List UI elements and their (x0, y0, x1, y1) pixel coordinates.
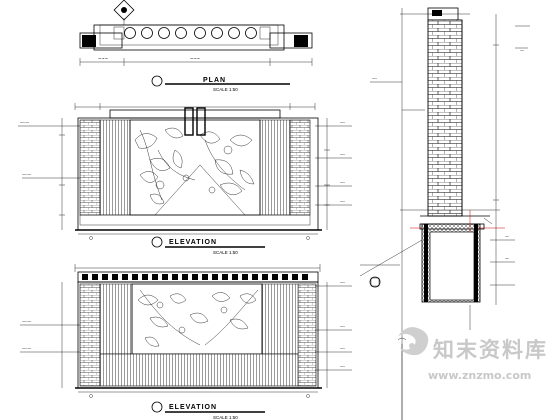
elevation-lower: —·— —·— —· —· —· —· ELEVATION SCALE 1:50 (20, 264, 352, 420)
svg-text:—·: —· (340, 346, 345, 351)
svg-text:—·: —· (340, 364, 345, 369)
svg-text:—·: —· (340, 324, 345, 329)
elevation-lower-title: ELEVATION (169, 404, 217, 411)
elevation-upper: —·— —·— —· —· —· —· ELEVATION SCALE 1:50 (18, 103, 352, 255)
svg-text:—·—: —·— (22, 346, 31, 351)
svg-text:—·: —· (340, 180, 345, 185)
svg-text:—·—: —·— (22, 319, 31, 324)
svg-text:—·: —· (340, 199, 345, 204)
plan-view: ~~~ ~~~ PLAN SCALE 1:50 (79, 0, 313, 92)
plan-scale: SCALE 1:50 (213, 87, 238, 92)
wall-section: — —· — — (359, 7, 530, 420)
svg-text:—: — (505, 234, 509, 239)
svg-text:~~~: ~~~ (98, 56, 108, 61)
elevation-upper-title: ELEVATION (169, 239, 217, 246)
svg-text:—·: —· (340, 120, 345, 125)
cornice-dentils (82, 274, 308, 280)
svg-text:—: — (505, 256, 509, 261)
watermark-url: www.znzmo.com (428, 369, 531, 382)
plan-title: PLAN (203, 77, 226, 84)
svg-text:—·: —· (340, 280, 345, 285)
svg-text:—·: —· (372, 76, 377, 81)
elevation-upper-scale: SCALE 1:50 (213, 250, 238, 255)
svg-text:—·—: —·— (22, 172, 31, 177)
svg-text:—: — (520, 48, 524, 53)
watermark-brand: 知末资料库 (433, 338, 548, 362)
floral-pattern-lower (137, 289, 259, 347)
svg-text:~~~: ~~~ (190, 56, 200, 61)
watermark: 知末资料库 www.znzmo.com (398, 327, 548, 382)
north-arrow-icon (113, 0, 135, 21)
elevation-lower-scale: SCALE 1:50 (213, 415, 238, 420)
svg-text:—·—: —·— (20, 120, 29, 125)
watermark-logo-icon (398, 327, 429, 356)
floral-pattern-upper (134, 127, 255, 205)
svg-text:—·: —· (340, 152, 345, 157)
